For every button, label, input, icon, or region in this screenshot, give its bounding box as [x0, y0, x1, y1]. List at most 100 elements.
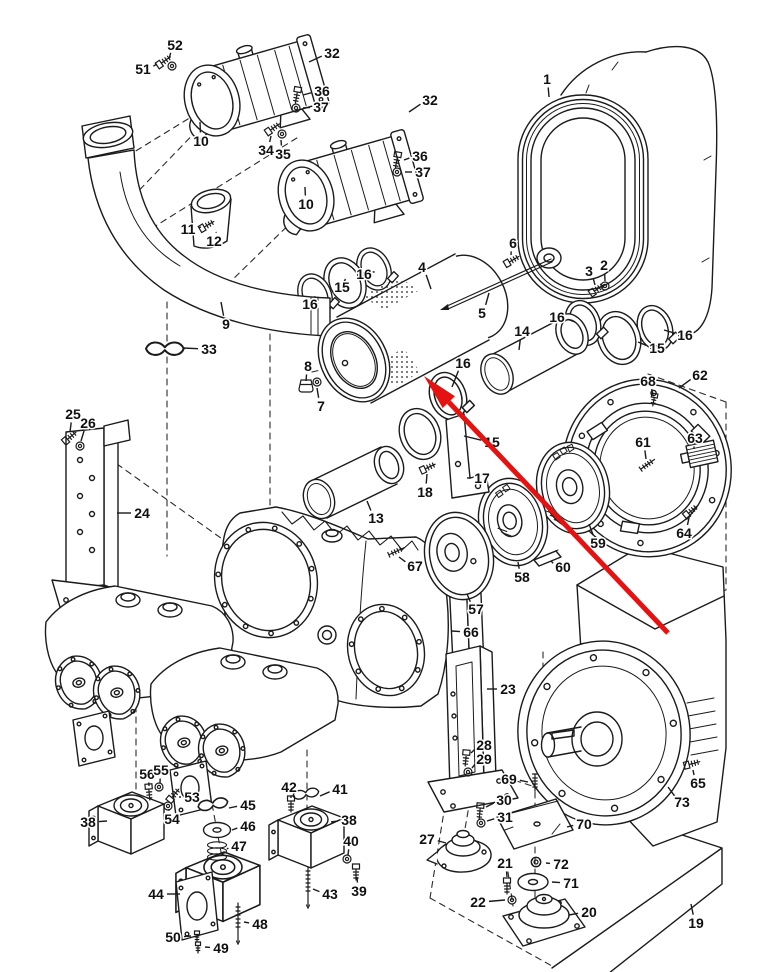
bolt-icon [293, 85, 303, 104]
callout-19: 19 [688, 915, 704, 931]
assembly-guide-lines [107, 75, 727, 967]
callout-40: 40 [343, 833, 359, 849]
washer-icon [154, 782, 164, 792]
bolt-icon [502, 877, 512, 895]
callout-leader-16 [567, 318, 576, 323]
callout-56: 56 [139, 766, 155, 782]
bolt-icon [476, 802, 485, 820]
stud-icon [531, 773, 539, 792]
part-33-gasket [144, 341, 185, 356]
callout-47: 47 [231, 838, 247, 854]
callout-leader-71 [551, 881, 561, 884]
callout-leader-68 [651, 388, 654, 396]
stud_long-icon [235, 902, 241, 946]
callout-9: 9 [222, 316, 230, 332]
part-9-intake-elbow [81, 115, 402, 337]
callout-leader-1 [547, 87, 550, 98]
callout-leader-51 [153, 63, 158, 67]
callout-15: 15 [649, 340, 665, 356]
callout-32: 32 [324, 45, 340, 61]
part-5-mounting-rod [440, 258, 553, 310]
callout-54: 54 [164, 811, 180, 827]
callout-leader-7 [316, 387, 320, 398]
highlight-arrow [424, 376, 670, 635]
callout-38: 38 [341, 812, 357, 828]
callout-17: 17 [474, 470, 490, 486]
part-17-bracket-and-clamps [398, 365, 490, 499]
callout-leader-64 [686, 517, 690, 526]
callout-41: 41 [332, 781, 348, 797]
callout-35: 35 [275, 146, 291, 162]
callout-59: 59 [590, 535, 606, 551]
callout-29: 29 [476, 751, 492, 767]
callout-34: 34 [258, 142, 274, 158]
bolt-icon [681, 505, 698, 521]
stud-icon [387, 546, 405, 558]
bolt-icon [393, 150, 403, 169]
part-23-support-bracket [427, 645, 519, 813]
part-71-washer-cup [517, 872, 549, 892]
callout-leader-47 [226, 847, 229, 850]
callout-63: 63 [687, 430, 703, 446]
callout-leader-58 [517, 561, 520, 569]
callout-leader-60 [550, 560, 554, 564]
callout-62: 62 [692, 367, 708, 383]
callout-57: 57 [468, 601, 484, 617]
bolt-icon [502, 254, 520, 269]
bolt-icon [263, 122, 280, 137]
part-27-rubber-mount [426, 829, 492, 873]
callout-leader-19 [690, 903, 694, 915]
callout-leader-25 [69, 422, 72, 433]
washer-icon [312, 377, 322, 387]
bolt-icon [418, 462, 436, 475]
part-73-generator [517, 545, 727, 847]
callout-4: 4 [418, 259, 426, 275]
callout-16: 16 [677, 327, 693, 343]
part-47-spring [206, 841, 228, 861]
bolt_s-icon [194, 941, 202, 954]
callout-51: 51 [135, 61, 151, 77]
callout-leader-27 [437, 840, 447, 844]
callout-37: 37 [415, 164, 431, 180]
bolt-icon [462, 749, 471, 767]
washer-icon [75, 441, 85, 451]
callout-21: 21 [497, 855, 513, 871]
callout-69: 69 [501, 771, 517, 787]
callout-49: 49 [213, 940, 229, 956]
part-14-tube [480, 313, 589, 395]
part-44-inlet-housing [175, 851, 261, 941]
callout-10: 10 [193, 133, 209, 149]
callout-leader-46 [231, 827, 238, 831]
washer-icon [167, 61, 177, 71]
bolt-icon [144, 783, 153, 801]
callout-30: 30 [496, 792, 512, 808]
callout-leader-40 [347, 849, 350, 856]
part-57-coupling-disc [423, 511, 495, 601]
callout-38: 38 [80, 814, 96, 830]
callout-leader-32 [408, 103, 421, 113]
callout-leader-32 [308, 55, 323, 63]
callout-leader-31 [486, 818, 495, 822]
fastener-glyphs [60, 55, 701, 954]
callout-leader-70 [566, 824, 574, 828]
part-38-valve-block-left [88, 791, 165, 855]
callout-leader-22 [488, 899, 506, 903]
part-4-air-filter-element [317, 253, 509, 404]
callout-27: 27 [419, 831, 435, 847]
callout-leader-3 [592, 278, 596, 286]
callout-10: 10 [298, 196, 314, 212]
callout-46: 46 [240, 818, 256, 834]
callout-5: 5 [478, 305, 486, 321]
callout-11: 11 [181, 221, 196, 237]
callout-leader-36 [302, 92, 312, 96]
callout-64: 64 [676, 525, 692, 541]
bolt-icon [197, 219, 215, 234]
callout-52: 52 [167, 37, 183, 53]
callout-8: 8 [304, 358, 312, 374]
callout-leader-15 [342, 278, 347, 285]
callout-7: 7 [317, 398, 325, 414]
callout-16: 16 [455, 355, 471, 371]
